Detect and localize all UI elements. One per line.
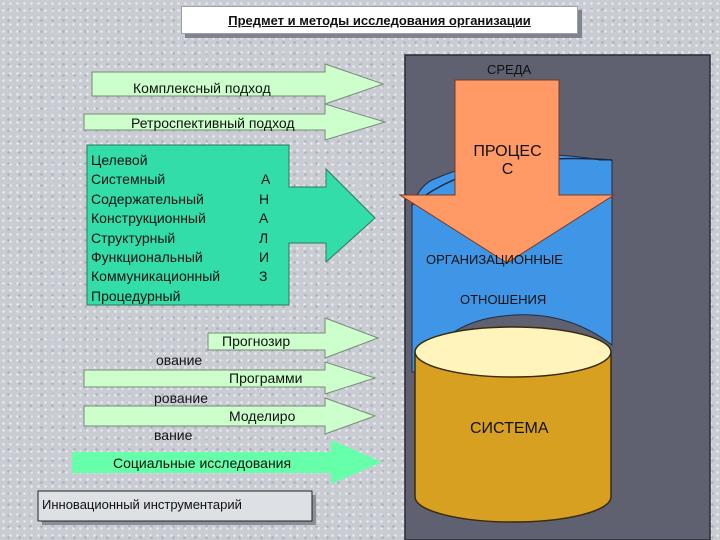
method-item: Процедурный xyxy=(91,287,181,304)
relations-label-line1: ОРГАНИЗАЦИОННЫЕ xyxy=(426,252,563,267)
programming-label-part1: Программи xyxy=(229,370,303,386)
relations-label-line2: ОТНОШЕНИЯ xyxy=(460,292,547,307)
forecasting-arrow xyxy=(207,317,380,359)
innovation-label: Инновационный инструментарий xyxy=(42,497,242,512)
modeling-label-part1: Моделиро xyxy=(229,408,296,424)
forecasting-label-part1: Прогнозир xyxy=(222,333,291,349)
method-item: Целевой xyxy=(91,152,148,168)
forecasting-label-part2: ование xyxy=(156,352,203,368)
system-cylinder-body xyxy=(414,351,612,523)
methods-arrow xyxy=(86,144,376,306)
programming-label-part2: рование xyxy=(154,390,208,406)
innovation-box xyxy=(37,490,313,522)
modeling-label-part2: вание xyxy=(154,427,193,443)
complex-approach-label: Комплексный подход xyxy=(133,80,271,96)
social-research-label: Социальные исследования xyxy=(113,455,292,471)
retrospective-approach-arrow xyxy=(83,103,387,141)
system-cylinder-top xyxy=(414,326,612,378)
social-research-arrow xyxy=(72,440,382,484)
retrospective-approach-label: Ретроспективный подход xyxy=(131,115,295,131)
system-label: СИСТЕМА xyxy=(470,420,549,437)
environment-label: СРЕДА xyxy=(487,62,532,77)
process-arrow xyxy=(398,79,616,264)
complex-approach-arrow xyxy=(91,63,385,105)
process-label: ПРОЦЕС С xyxy=(473,143,542,178)
page-title: Предмет и методы исследования организаци… xyxy=(181,6,578,34)
modeling-arrow xyxy=(83,397,377,435)
programming-arrow xyxy=(83,361,377,395)
